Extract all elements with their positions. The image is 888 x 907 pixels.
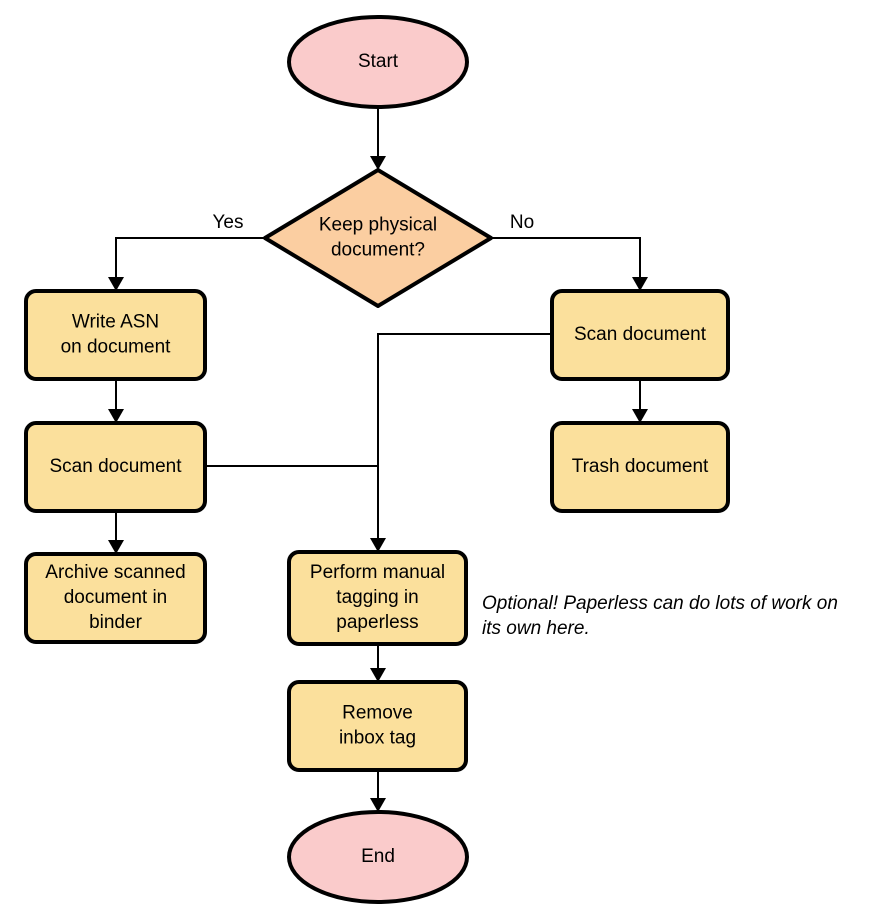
node-label: Keep physical document?	[319, 215, 437, 261]
annotations-layer: Optional! Paperless can do lots of work …	[482, 593, 838, 639]
node-label: End	[361, 846, 395, 867]
node-label-line: Write ASN	[72, 312, 159, 333]
node-label-line: on document	[61, 337, 172, 358]
edge-path	[115, 237, 265, 285]
node-label: Scan document	[49, 456, 182, 477]
process-shape	[24, 289, 207, 381]
node-label: Scan document	[574, 324, 707, 345]
node-label: Remove inbox tag	[339, 703, 416, 749]
process-shape	[24, 421, 207, 513]
node-label-line: End	[361, 846, 395, 867]
terminator-shape	[287, 15, 469, 109]
node-label-line: document in	[64, 587, 168, 608]
edge-label-yes: Yes	[213, 212, 244, 233]
node-write-asn[interactable]: Write ASN on document	[24, 289, 207, 381]
arrow-head-icon	[632, 409, 648, 423]
edge-label-no: No	[510, 212, 534, 233]
process-shape	[550, 421, 730, 513]
node-manual-tagging[interactable]: Perform manual tagging in paperless	[287, 550, 468, 646]
node-label-line: Scan document	[49, 456, 182, 477]
decision-shape	[263, 168, 493, 308]
node-remove-inbox-tag[interactable]: Remove inbox tag	[287, 680, 468, 772]
node-label-line: binder	[89, 612, 142, 633]
node-scan-document-left[interactable]: Scan document	[24, 421, 207, 513]
arrow-head-icon	[370, 668, 386, 682]
node-label-line: Archive scanned	[45, 562, 185, 583]
node-label: Trash document	[572, 456, 709, 477]
annotation-line: Optional! Paperless can do lots of work …	[482, 593, 838, 614]
edge-remove-inbox-tag-to-end	[370, 770, 386, 812]
node-label: Write ASN on document	[61, 312, 172, 358]
node-scan-document-right[interactable]: Scan document	[550, 289, 730, 381]
arrow-head-icon	[370, 798, 386, 812]
process-shape	[287, 680, 468, 772]
edge-decision-keep-physical-to-scan-document-right	[491, 237, 648, 291]
edge-scan-document-left-to-archive-binder	[108, 511, 124, 554]
node-label-line: inbox tag	[339, 728, 416, 749]
node-label: Perform manual tagging in paperless	[310, 562, 445, 633]
node-label-line: document?	[331, 240, 425, 261]
node-label: Start	[358, 51, 399, 72]
node-label-line: Start	[358, 51, 399, 72]
node-label-line: Keep physical	[319, 215, 437, 236]
node-archive-binder[interactable]: Archive scanned document in binder	[24, 552, 207, 644]
process-shape	[24, 552, 207, 644]
process-shape	[287, 550, 468, 646]
edge-decision-keep-physical-to-write-asn	[108, 237, 265, 291]
arrow-head-icon	[108, 409, 124, 423]
node-label-line: Remove	[342, 703, 413, 724]
node-label-line: tagging in	[336, 587, 418, 608]
annotation-optional: Optional! Paperless can do lots of work …	[482, 593, 838, 639]
process-shape	[550, 289, 730, 381]
node-label: Archive scanned document in binder	[45, 562, 185, 633]
edge-start-to-decision-keep-physical	[370, 107, 386, 170]
edge-scan-document-right-to-trash-document	[632, 379, 648, 423]
node-end[interactable]: End	[287, 810, 469, 904]
arrow-head-icon	[108, 540, 124, 554]
edge-labels-layer: Yes No	[213, 212, 535, 233]
arrow-head-icon	[632, 277, 648, 291]
edges-layer	[108, 107, 648, 812]
arrow-head-icon	[370, 156, 386, 170]
node-trash-document[interactable]: Trash document	[550, 421, 730, 513]
edge-write-asn-to-scan-document-left	[108, 379, 124, 423]
arrow-head-icon	[108, 277, 124, 291]
node-decision-keep-physical[interactable]: Keep physical document?	[263, 168, 493, 308]
edge-manual-tagging-to-remove-inbox-tag	[370, 644, 386, 682]
node-label-line: Trash document	[572, 456, 709, 477]
edge-path	[491, 237, 641, 285]
edge-path	[377, 333, 552, 546]
node-label-line: paperless	[336, 612, 418, 633]
annotation-line: its own here.	[482, 618, 590, 639]
terminator-shape	[287, 810, 469, 904]
node-start[interactable]: Start	[287, 15, 469, 109]
arrow-head-icon	[370, 538, 386, 552]
node-label-line: Scan document	[574, 324, 707, 345]
edge-scan-document-right-to-manual-tagging	[370, 333, 552, 552]
node-label-line: Perform manual	[310, 562, 445, 583]
